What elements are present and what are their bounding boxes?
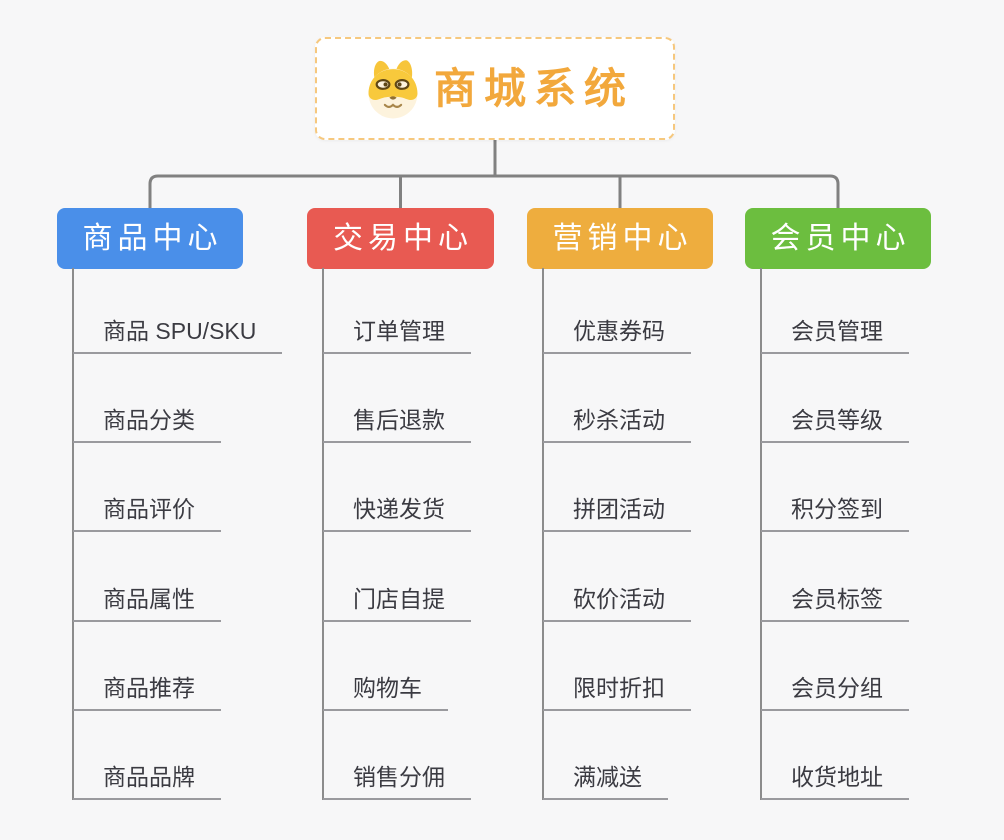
branch-label: 交易中心 [333, 221, 473, 255]
child-node[interactable]: 商品属性 [73, 587, 221, 622]
branch-node[interactable]: 会员中心 [745, 208, 931, 269]
branch-label: 商品中心 [82, 221, 223, 255]
child-node[interactable]: 会员管理 [761, 320, 909, 354]
child-node[interactable]: 积分签到 [761, 498, 909, 533]
child-node[interactable]: 会员等级 [761, 409, 909, 444]
child-node[interactable]: 门店自提 [323, 587, 471, 622]
child-node[interactable]: 售后退款 [323, 409, 471, 444]
child-node[interactable]: 销售分佣 [323, 766, 471, 800]
child-node[interactable]: 会员分组 [761, 676, 909, 711]
branch-node[interactable]: 交易中心 [307, 208, 494, 269]
child-node[interactable]: 商品品牌 [73, 766, 221, 800]
child-node[interactable]: 商品 SPU/SKU [73, 320, 283, 354]
branch-label: 会员中心 [770, 221, 911, 255]
branch-spine [72, 268, 74, 800]
child-node[interactable]: 拼团活动 [543, 498, 691, 533]
branch-spine [542, 268, 544, 800]
child-node[interactable]: 砍价活动 [543, 587, 691, 622]
branch-label: 营销中心 [552, 221, 693, 255]
branch-spine [760, 268, 762, 800]
child-node[interactable]: 商品评价 [73, 498, 221, 533]
child-node[interactable]: 订单管理 [323, 320, 471, 354]
child-node[interactable]: 收货地址 [761, 766, 909, 800]
child-node[interactable]: 满减送 [543, 766, 668, 800]
child-node[interactable]: 商品推荐 [73, 676, 221, 711]
root-node[interactable]: 商城系统 [315, 37, 675, 140]
root-title: 商城系统 [433, 64, 634, 112]
child-node[interactable]: 秒杀活动 [543, 409, 691, 444]
connector-path [148, 139, 840, 209]
branch-node[interactable]: 商品中心 [57, 208, 243, 269]
child-node[interactable]: 优惠券码 [543, 320, 691, 354]
child-node[interactable]: 快递发货 [323, 498, 471, 533]
doge-face-icon [364, 57, 422, 121]
branch-spine [322, 268, 324, 800]
child-node[interactable]: 购物车 [323, 676, 448, 711]
child-node[interactable]: 会员标签 [761, 587, 909, 622]
child-node[interactable]: 限时折扣 [543, 676, 691, 711]
branch-node[interactable]: 营销中心 [527, 208, 713, 269]
child-node[interactable]: 商品分类 [73, 409, 221, 444]
